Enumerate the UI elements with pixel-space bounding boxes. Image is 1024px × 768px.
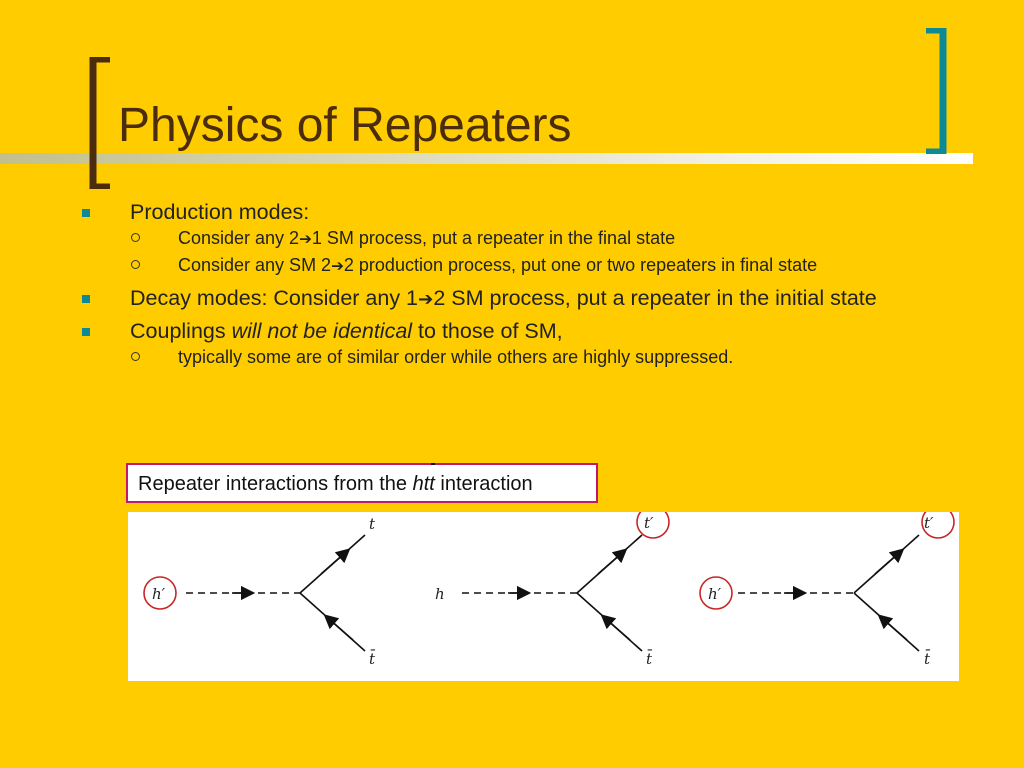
- bullet-text-emphasis: will not be identical: [231, 319, 413, 343]
- sub-bullet-text-post: 1 SM process, put a repeater in the fina…: [311, 228, 676, 248]
- sub-bullet-text: typically some are of similar order whil…: [178, 347, 734, 367]
- caption-t: t: [423, 473, 430, 495]
- sub-bullet-text-post: 2 production process, put one or two rep…: [343, 255, 818, 275]
- right-bracket-decoration: [926, 28, 947, 154]
- square-bullet-icon: [82, 209, 90, 217]
- feynman-diagrams-panel: h′ t t̄ h t′ t̄ h′ t′: [128, 512, 959, 681]
- fermion-arrow-icon: [600, 614, 631, 641]
- feynman-diagram-1: h′ t t̄: [143, 515, 376, 668]
- fermion-arrow-icon: [597, 548, 628, 575]
- square-bullet-icon: [82, 295, 90, 303]
- caption-tbar: t: [429, 463, 435, 503]
- top-label: t: [369, 515, 376, 533]
- title-rule: [0, 153, 973, 164]
- circle-bullet-icon: [131, 352, 140, 361]
- sub-bullet-text-pre: Consider any SM 2: [178, 255, 332, 275]
- incoming-label: h′: [708, 585, 722, 603]
- highlight-circle: [921, 512, 955, 539]
- incoming-label: h′: [152, 585, 166, 603]
- right-arrow-icon: ➔: [418, 288, 434, 309]
- fermion-arrow-icon: [877, 614, 908, 641]
- fermion-arrow-icon: [320, 548, 351, 575]
- feynman-diagrams-svg: h′ t t̄ h t′ t̄ h′ t′: [143, 512, 955, 668]
- caption-text-post: interaction: [434, 473, 533, 495]
- feynman-diagram-2: h t′ t̄: [435, 512, 670, 668]
- highlight-circle: [699, 576, 733, 610]
- top-label: t′: [924, 514, 934, 532]
- caption-h: h: [412, 473, 424, 495]
- caption-text-pre: Repeater interactions from the: [138, 473, 413, 495]
- circle-bullet-icon: [131, 233, 140, 242]
- circle-bullet-icon: [131, 260, 140, 269]
- fermion-arrow-icon: [874, 548, 905, 575]
- bullet-text-post: 2 SM process, put a repeater in the init…: [433, 286, 877, 310]
- bullet-decay-modes: Decay modes: Consider any 1➔2 SM process…: [78, 286, 958, 311]
- bullet-text-post: to those of SM,: [412, 319, 563, 343]
- bottom-label: t̄: [924, 650, 931, 668]
- sub-bullet-2to1: Consider any 2➔1 SM process, put a repea…: [78, 227, 958, 251]
- bullet-couplings: Couplings will not be identical to those…: [78, 319, 958, 343]
- bullet-text: Production modes:: [130, 200, 310, 224]
- right-arrow-icon: ➔: [331, 258, 344, 275]
- bullet-production-modes: Production modes:: [78, 200, 958, 224]
- sub-bullet-suppressed: typically some are of similar order whil…: [78, 346, 958, 368]
- bullet-list: Production modes: Consider any 2➔1 SM pr…: [78, 198, 958, 371]
- highlight-circle: [143, 576, 177, 610]
- left-bracket-decoration: [89, 57, 110, 189]
- feynman-diagram-3: h′ t′ t̄: [699, 512, 955, 668]
- page-title: Physics of Repeaters: [118, 99, 572, 152]
- sub-bullet-2to2: Consider any SM 2➔2 production process, …: [78, 254, 958, 278]
- bullet-text-pre: Decay modes: Consider any 1: [130, 286, 419, 310]
- bullet-text-pre: Couplings: [130, 319, 232, 343]
- bottom-label: t̄: [646, 650, 653, 668]
- top-label: t′: [644, 514, 654, 532]
- incoming-label: h: [435, 585, 445, 603]
- highlight-circle: [636, 512, 670, 539]
- diagram-caption-box: Repeater interactions from the htt inter…: [126, 463, 598, 503]
- sub-bullet-text-pre: Consider any 2: [178, 228, 300, 248]
- right-arrow-icon: ➔: [299, 231, 312, 248]
- square-bullet-icon: [82, 328, 90, 336]
- bottom-label: t̄: [369, 650, 376, 668]
- fermion-arrow-icon: [323, 614, 354, 641]
